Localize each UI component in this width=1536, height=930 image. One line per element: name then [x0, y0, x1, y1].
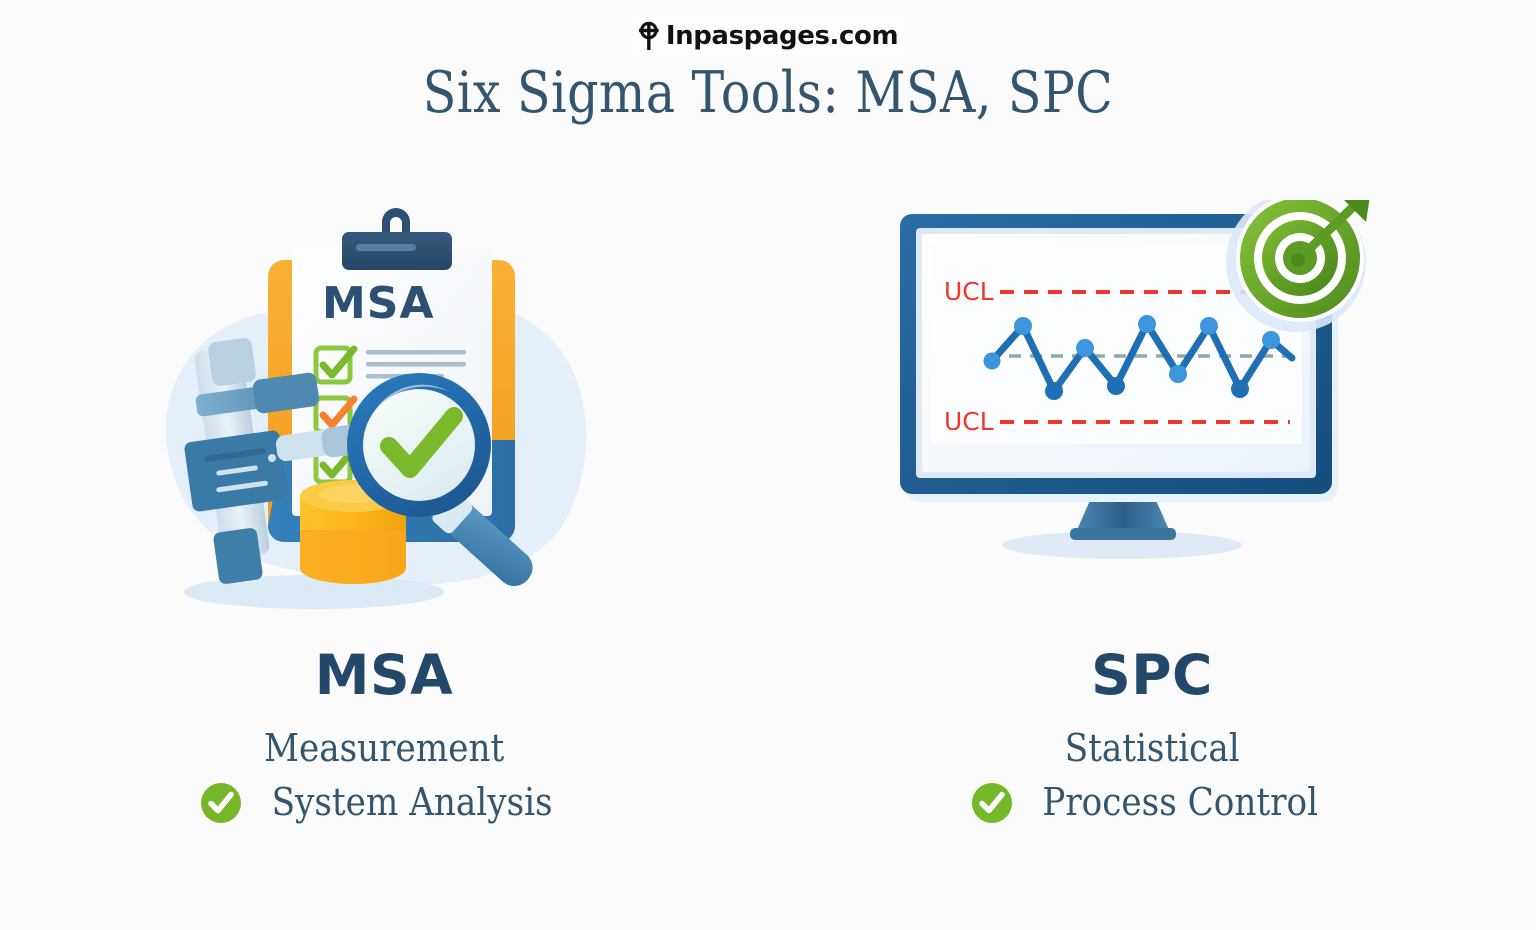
- spc-artwork: UCL UCL: [892, 200, 1412, 640]
- chart-data-points: [983, 315, 1280, 400]
- magnifier-with-check-icon: [347, 373, 533, 587]
- monitor-shadow: [1002, 531, 1242, 559]
- spc-caption-title: SPC: [1091, 643, 1213, 707]
- msa-caption-line2-row: System Analysis: [200, 779, 568, 825]
- watermark-text: Inpaspages.com: [665, 21, 899, 51]
- ucl-lower-label: UCL: [944, 407, 994, 436]
- green-check-circle-icon: [971, 782, 1012, 823]
- msa-caption-line1: Measurement: [263, 726, 505, 770]
- spc-caption: SPC Statistical Process Control: [971, 648, 1333, 824]
- panels-container: MSA: [0, 200, 1536, 900]
- clipboard-heading: MSA: [322, 278, 435, 329]
- page-title: Six Sigma Tools: MSA, SPC: [422, 60, 1114, 126]
- instrument-shadow: [184, 575, 444, 609]
- msa-caption: MSA Measurement System Analysis: [200, 648, 568, 824]
- spc-caption-line2-row: Process Control: [971, 779, 1333, 825]
- msa-caption-title: MSA: [314, 643, 454, 707]
- panel-msa: MSA: [0, 200, 768, 900]
- measured-part-cylinder: [300, 480, 406, 584]
- green-check-circle-icon: [200, 782, 241, 823]
- monitor-stand-base: [1070, 528, 1176, 540]
- panel-spc: UCL UCL: [768, 200, 1536, 900]
- spc-caption-line1: Statistical: [1064, 726, 1240, 770]
- ucl-upper-label: UCL: [944, 277, 994, 306]
- monitor-stand-neck: [1076, 496, 1170, 532]
- checklist-item-1: [313, 345, 466, 385]
- green-target-with-arrow-icon: [1226, 200, 1370, 332]
- clipboard-caliper-magnifier-illustration: MSA: [165, 208, 587, 609]
- crosshair-target-icon: [639, 21, 659, 50]
- watermark: Inpaspages.com: [629, 17, 907, 55]
- msa-caption-line2: System Analysis: [271, 779, 553, 824]
- msa-artwork: MSA: [124, 200, 644, 640]
- spc-caption-line2: Process Control: [1042, 779, 1318, 824]
- clipboard-clip: [342, 208, 452, 270]
- monitor-control-chart-target-illustration: UCL UCL: [900, 200, 1370, 559]
